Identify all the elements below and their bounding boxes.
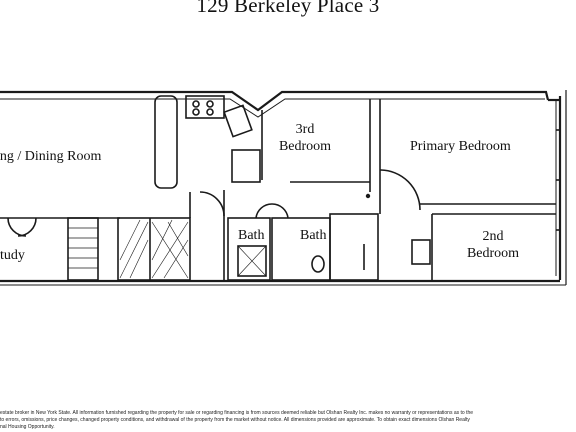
kitchen-stove (185, 95, 225, 119)
disclaimer-line3: nal Housing Opportunity. (0, 424, 55, 430)
kitchen-counter (154, 95, 178, 189)
pipe-icon (365, 193, 371, 199)
third-bedroom-line1: 3rd (295, 122, 315, 137)
hall-door-arc (199, 191, 225, 217)
bath-door-arc (255, 203, 273, 219)
room-label-primary-bedroom: Primary Bedroom (410, 139, 511, 154)
kitchen-fridge (231, 149, 261, 183)
study-door-arc (7, 217, 27, 237)
room-label-bath-right: Bath (300, 228, 327, 243)
closet-hatched (117, 217, 191, 281)
disclaimer-line1: estate broker in New York State. All inf… (0, 410, 474, 416)
toilet-icon (311, 255, 325, 273)
room-label-third-bedroom: 3rd Bedroom (272, 121, 338, 155)
kitchen-sink (223, 104, 253, 138)
plan-title: 129 Berkeley Place 3 (196, 0, 380, 17)
room-label-living-dining: ing / Dining Room (0, 149, 102, 164)
room-label-study: tudy (0, 248, 25, 263)
disclaimer-line2: to errors, omissions, price changes, cha… (0, 417, 470, 423)
closet-2nd (329, 213, 379, 281)
closet-small (411, 239, 431, 265)
bath-left-shower (237, 245, 267, 277)
room-label-bath-left: Bath (238, 228, 265, 243)
stairs (67, 217, 99, 281)
third-bedroom-line2: Bedroom (278, 139, 332, 154)
outer-wall-top (0, 90, 550, 112)
room-label-second-bedroom: 2nd Bedroom (460, 228, 526, 262)
disclaimer: estate broker in New York State. All inf… (0, 410, 576, 431)
outer-wall-top-inner (0, 98, 545, 118)
primary-door-arc (379, 169, 421, 211)
second-bedroom-line2: Bedroom (466, 246, 520, 261)
second-bedroom-line1: 2nd (482, 229, 504, 244)
bath-left-outline (227, 217, 271, 281)
